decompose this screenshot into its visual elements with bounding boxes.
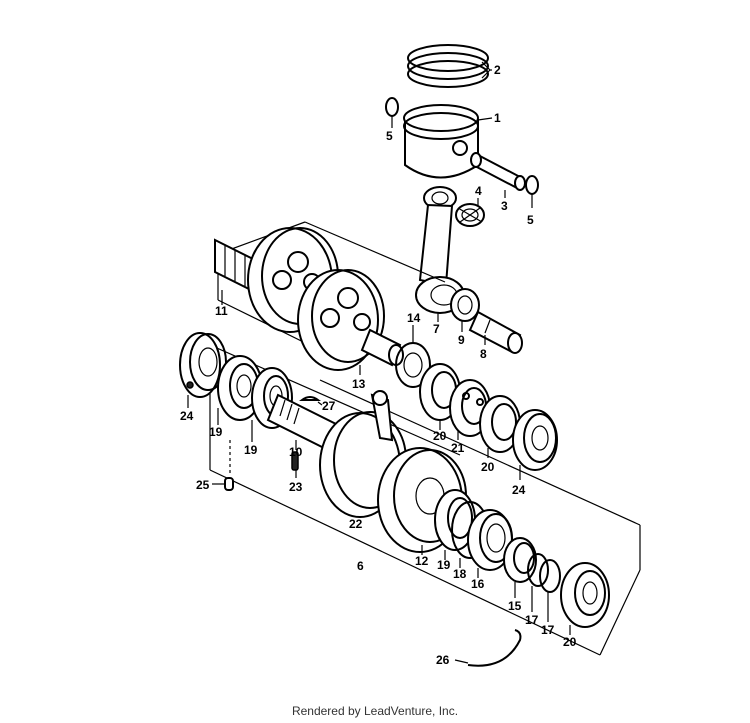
big-end-bearing: [450, 288, 480, 322]
part-label: 23: [289, 480, 303, 494]
woodruff-key: [298, 396, 322, 401]
piston-pin: [470, 152, 526, 191]
part-label: 15: [508, 599, 522, 613]
piston: [403, 104, 479, 179]
part-label: 27: [322, 399, 336, 413]
part-label: 12: [415, 554, 429, 568]
part-label: 4: [475, 184, 482, 198]
oil-seal-right: [512, 409, 558, 471]
oil-seal-left: [179, 332, 227, 398]
crank-flywheel-right: [297, 269, 404, 371]
part-label: 10: [289, 445, 303, 459]
part-label: 24: [180, 409, 194, 423]
circlip-17a: [527, 553, 549, 587]
part-label: 16: [471, 577, 485, 591]
part-label: 5: [386, 129, 393, 143]
part-label: 25: [196, 478, 210, 492]
part-label: 19: [244, 443, 258, 457]
locating-pin: [224, 477, 234, 491]
part-label: 21: [451, 441, 465, 455]
part-label: 20: [433, 429, 447, 443]
part-label: 19: [437, 558, 451, 572]
footer-credit: Rendered by LeadVenture, Inc.: [291, 704, 459, 718]
part-label: 8: [480, 347, 487, 361]
part-label: 2: [494, 63, 501, 77]
crank-pin: [468, 310, 523, 354]
part-label: 9: [458, 333, 465, 347]
retaining-wire: [467, 629, 522, 667]
part-label: 13: [352, 377, 366, 391]
part-label: 20: [563, 635, 577, 649]
part-label: 20: [481, 460, 495, 474]
bearing-lower-20: [560, 562, 610, 628]
part-label: 19: [209, 425, 223, 439]
small-end-bearing: [455, 203, 485, 227]
part-label: 26: [436, 653, 450, 667]
crankshaft-parts-diagram: 2 1 5 4 3 5 11 14 7 9 8 13 24 27 19 20 2…: [179, 44, 641, 667]
part-label: 6: [357, 559, 364, 573]
part-label: 11: [215, 304, 228, 318]
part-label: 17: [525, 613, 539, 627]
part-label: 1: [494, 111, 501, 125]
circlip-left: [385, 97, 399, 117]
part-label: 24: [512, 483, 526, 497]
circlip-right: [525, 175, 539, 195]
collar-16: [467, 509, 513, 571]
part-label: 14: [407, 311, 421, 325]
spring-pin: [291, 451, 299, 471]
part-label: 18: [453, 567, 467, 581]
part-label: 22: [349, 517, 363, 531]
part-label: 5: [527, 213, 534, 227]
piston-rings: [407, 44, 489, 88]
part-label: 3: [501, 199, 508, 213]
circlip-17b: [539, 559, 561, 593]
part-label: 17: [541, 623, 555, 637]
part-label: 7: [433, 322, 440, 336]
